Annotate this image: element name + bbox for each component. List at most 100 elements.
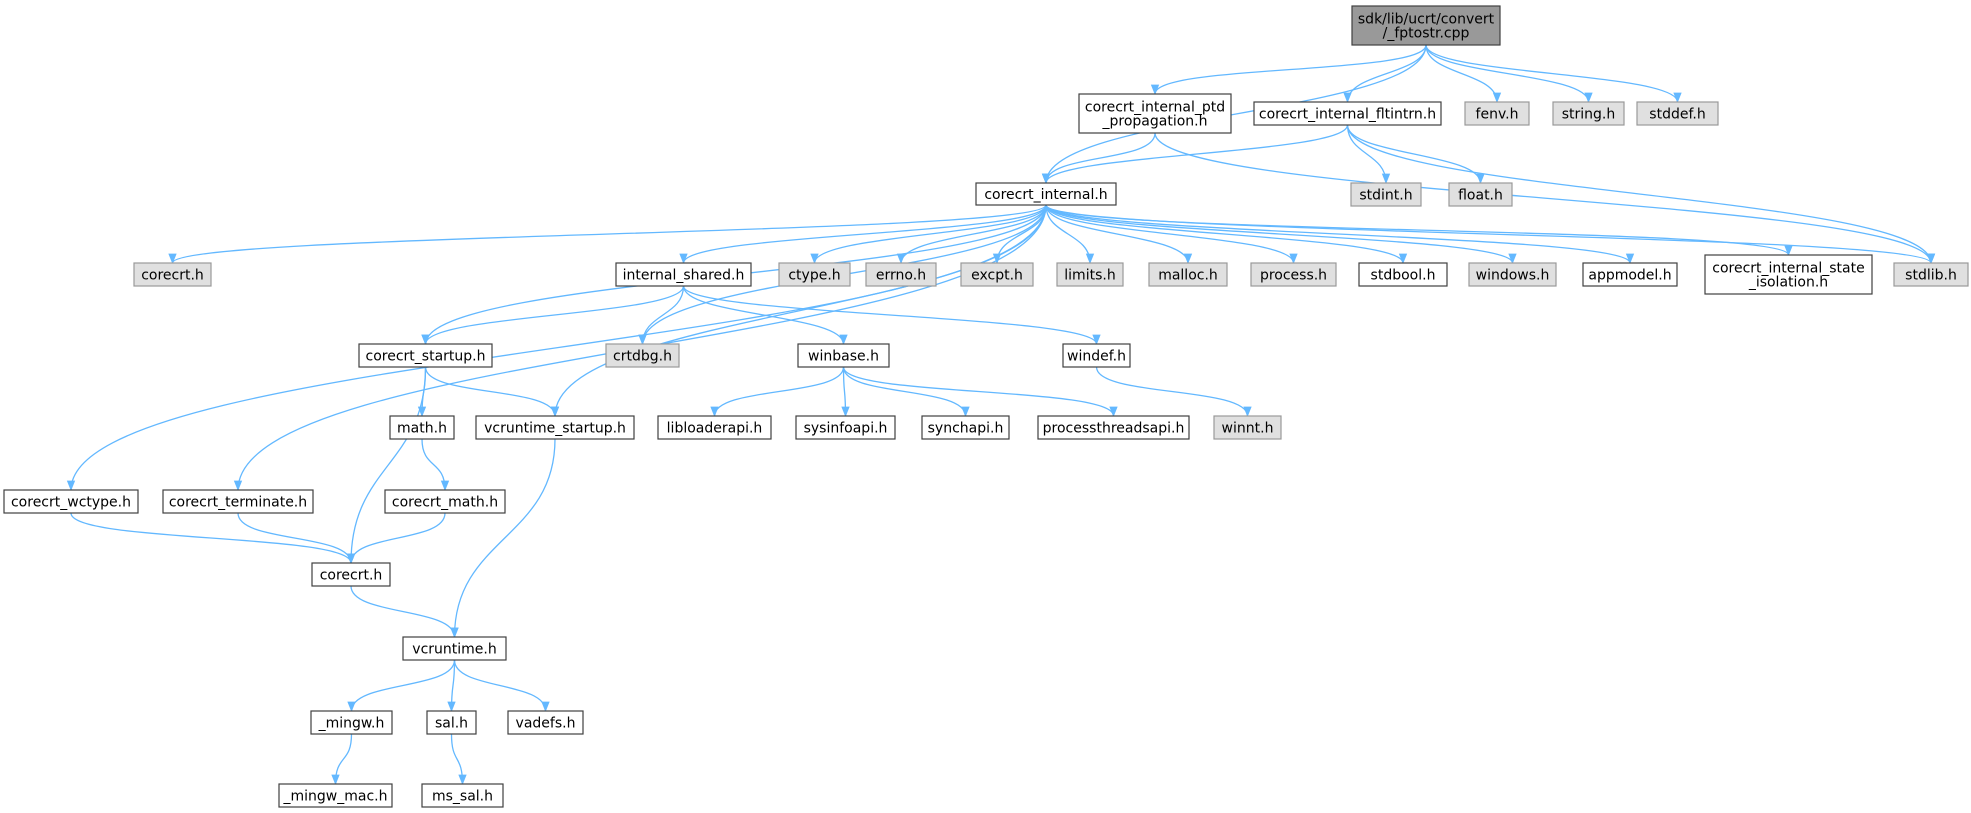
node-fltintrn[interactable]: corecrt_internal_fltintrn.h [1253, 101, 1442, 126]
node-synch[interactable]: synchapi.h [921, 415, 1010, 440]
node-sal[interactable]: sal.h [426, 710, 477, 735]
node-label-windows: windows.h [1476, 268, 1550, 284]
node-box-vcstartup [475, 415, 635, 440]
node-box-procthread [1037, 415, 1190, 440]
edges-layer [66, 44, 1936, 786]
node-state[interactable]: corecrt_internal_state_isolation.h [1704, 254, 1873, 295]
node-box-terminate [162, 489, 314, 514]
node-box-mssal [421, 783, 504, 808]
node-stdbool[interactable]: stdbool.h [1358, 262, 1448, 287]
node-procthread[interactable]: processthreadsapi.h [1037, 415, 1190, 440]
node-label-state: corecrt_internal_state [1712, 261, 1864, 277]
node-box-state [1704, 254, 1873, 295]
node-label-libloader: libloaderapi.h [667, 421, 763, 437]
node-corecrt[interactable]: corecrt.h [311, 562, 391, 587]
edge-wctype-to-corecrt [70, 512, 356, 565]
node-limits: limits.h [1056, 262, 1124, 287]
node-crtmath[interactable]: corecrt_math.h [384, 489, 506, 514]
edge-root-to-internal [1041, 44, 1427, 185]
edge-internal-to-vcstartup [550, 204, 1047, 418]
node-vadefs[interactable]: vadefs.h [507, 710, 584, 735]
edge-root-to-fltintrn [1343, 44, 1427, 104]
node-box-vcruntime [402, 636, 507, 661]
edge-internal-to-wctype [66, 204, 1047, 492]
edge-shared-to-startup [421, 285, 685, 346]
edge-vcruntime-to-mingw [347, 659, 456, 713]
edge-internal-to-ctype [810, 204, 1047, 265]
node-box-stdlib [1893, 262, 1969, 287]
node-label-crtdbg: crtdbg.h [613, 349, 672, 365]
node-stdlib: stdlib.h [1893, 262, 1969, 287]
node-appmodel[interactable]: appmodel.h [1582, 262, 1678, 287]
node-box-stddef [1636, 101, 1719, 126]
node-box-string [1552, 101, 1625, 126]
node-vcruntime[interactable]: vcruntime.h [402, 636, 507, 661]
node-mssal[interactable]: ms_sal.h [421, 783, 504, 808]
node-mingwmac[interactable]: _mingw_mac.h [278, 783, 393, 808]
node-label-corecrt: corecrt.h [320, 568, 383, 584]
node-windef[interactable]: windef.h [1062, 343, 1131, 368]
node-excpt: excpt.h [960, 262, 1034, 287]
node-internal[interactable]: corecrt_internal.h [975, 182, 1117, 206]
edge-shared-to-windef [682, 285, 1101, 346]
edge-crtmath-to-corecrt [346, 512, 446, 565]
node-wctype[interactable]: corecrt_wctype.h [3, 489, 139, 514]
node-label-corecrt_ext: corecrt.h [141, 268, 204, 284]
node-box-synch [921, 415, 1010, 440]
node-startup[interactable]: corecrt_startup.h [358, 343, 493, 368]
node-label-fenv: fenv.h [1476, 107, 1519, 123]
node-box-startup [358, 343, 493, 368]
node-label-mingwmac: _mingw_mac.h [283, 789, 388, 805]
edge-shared-to-crtdbg [638, 285, 685, 346]
node-label-state: _isolation.h [1748, 275, 1828, 291]
node-box-fenv [1464, 101, 1530, 126]
node-label-mssal: ms_sal.h [432, 789, 493, 805]
edge-internal-to-stdlib [1045, 204, 1935, 265]
edge-fltintrn-to-stdint [1346, 124, 1391, 185]
nodes-layer: sdk/lib/ucrt/convert/_fptostr.cppcorecrt… [3, 5, 1969, 808]
node-root[interactable]: sdk/lib/ucrt/convert/_fptostr.cpp [1351, 5, 1501, 46]
node-winbase[interactable]: winbase.h [797, 343, 890, 368]
edge-winbase-to-procthread [842, 366, 1118, 418]
node-math[interactable]: math.h [389, 415, 455, 440]
node-winnt: winnt.h [1213, 415, 1282, 440]
node-process: process.h [1250, 262, 1337, 287]
node-shared[interactable]: internal_shared.h [615, 262, 752, 287]
node-box-sal [426, 710, 477, 735]
node-label-vadefs: vadefs.h [516, 716, 576, 732]
node-label-process: process.h [1260, 268, 1327, 284]
node-label-root: sdk/lib/ucrt/convert [1358, 12, 1495, 28]
edge-fltintrn-to-stdlib [1346, 124, 1936, 265]
edge-terminate-to-corecrt [237, 512, 356, 565]
node-terminate[interactable]: corecrt_terminate.h [162, 489, 314, 514]
node-libloader[interactable]: libloaderapi.h [657, 415, 772, 440]
node-box-malloc [1148, 262, 1228, 287]
node-box-math [389, 415, 455, 440]
edge-startup-to-corecrt [346, 366, 427, 565]
node-ptd[interactable]: corecrt_internal_ptd_propagation.h [1078, 93, 1232, 134]
node-label-string: string.h [1562, 107, 1616, 123]
edge-internal-to-corecrt_ext [168, 204, 1047, 265]
node-box-winnt [1213, 415, 1282, 440]
node-mingw[interactable]: _mingw.h [310, 710, 393, 735]
node-crtdbg: crtdbg.h [605, 343, 680, 368]
node-box-ctype [778, 262, 851, 287]
node-label-vcstartup: vcruntime_startup.h [484, 421, 626, 437]
node-vcstartup[interactable]: vcruntime_startup.h [475, 415, 635, 440]
node-box-corecrt_ext [133, 262, 212, 287]
node-label-root: /_fptostr.cpp [1383, 26, 1470, 42]
node-box-libloader [657, 415, 772, 440]
edge-vcruntime-to-vadefs [453, 659, 550, 713]
node-label-errno: errno.h [876, 268, 926, 284]
edge-internal-to-shared [679, 204, 1047, 265]
edge-ptd-to-internal [1041, 132, 1156, 185]
node-label-float: float.h [1458, 188, 1503, 204]
node-label-vcruntime: vcruntime.h [412, 642, 496, 658]
edge-startup-to-vcstartup [424, 366, 560, 418]
node-box-shared [615, 262, 752, 287]
node-sysinfo[interactable]: sysinfoapi.h [795, 415, 896, 440]
node-box-mingw [310, 710, 393, 735]
node-box-sysinfo [795, 415, 896, 440]
node-box-fltintrn [1253, 101, 1442, 126]
